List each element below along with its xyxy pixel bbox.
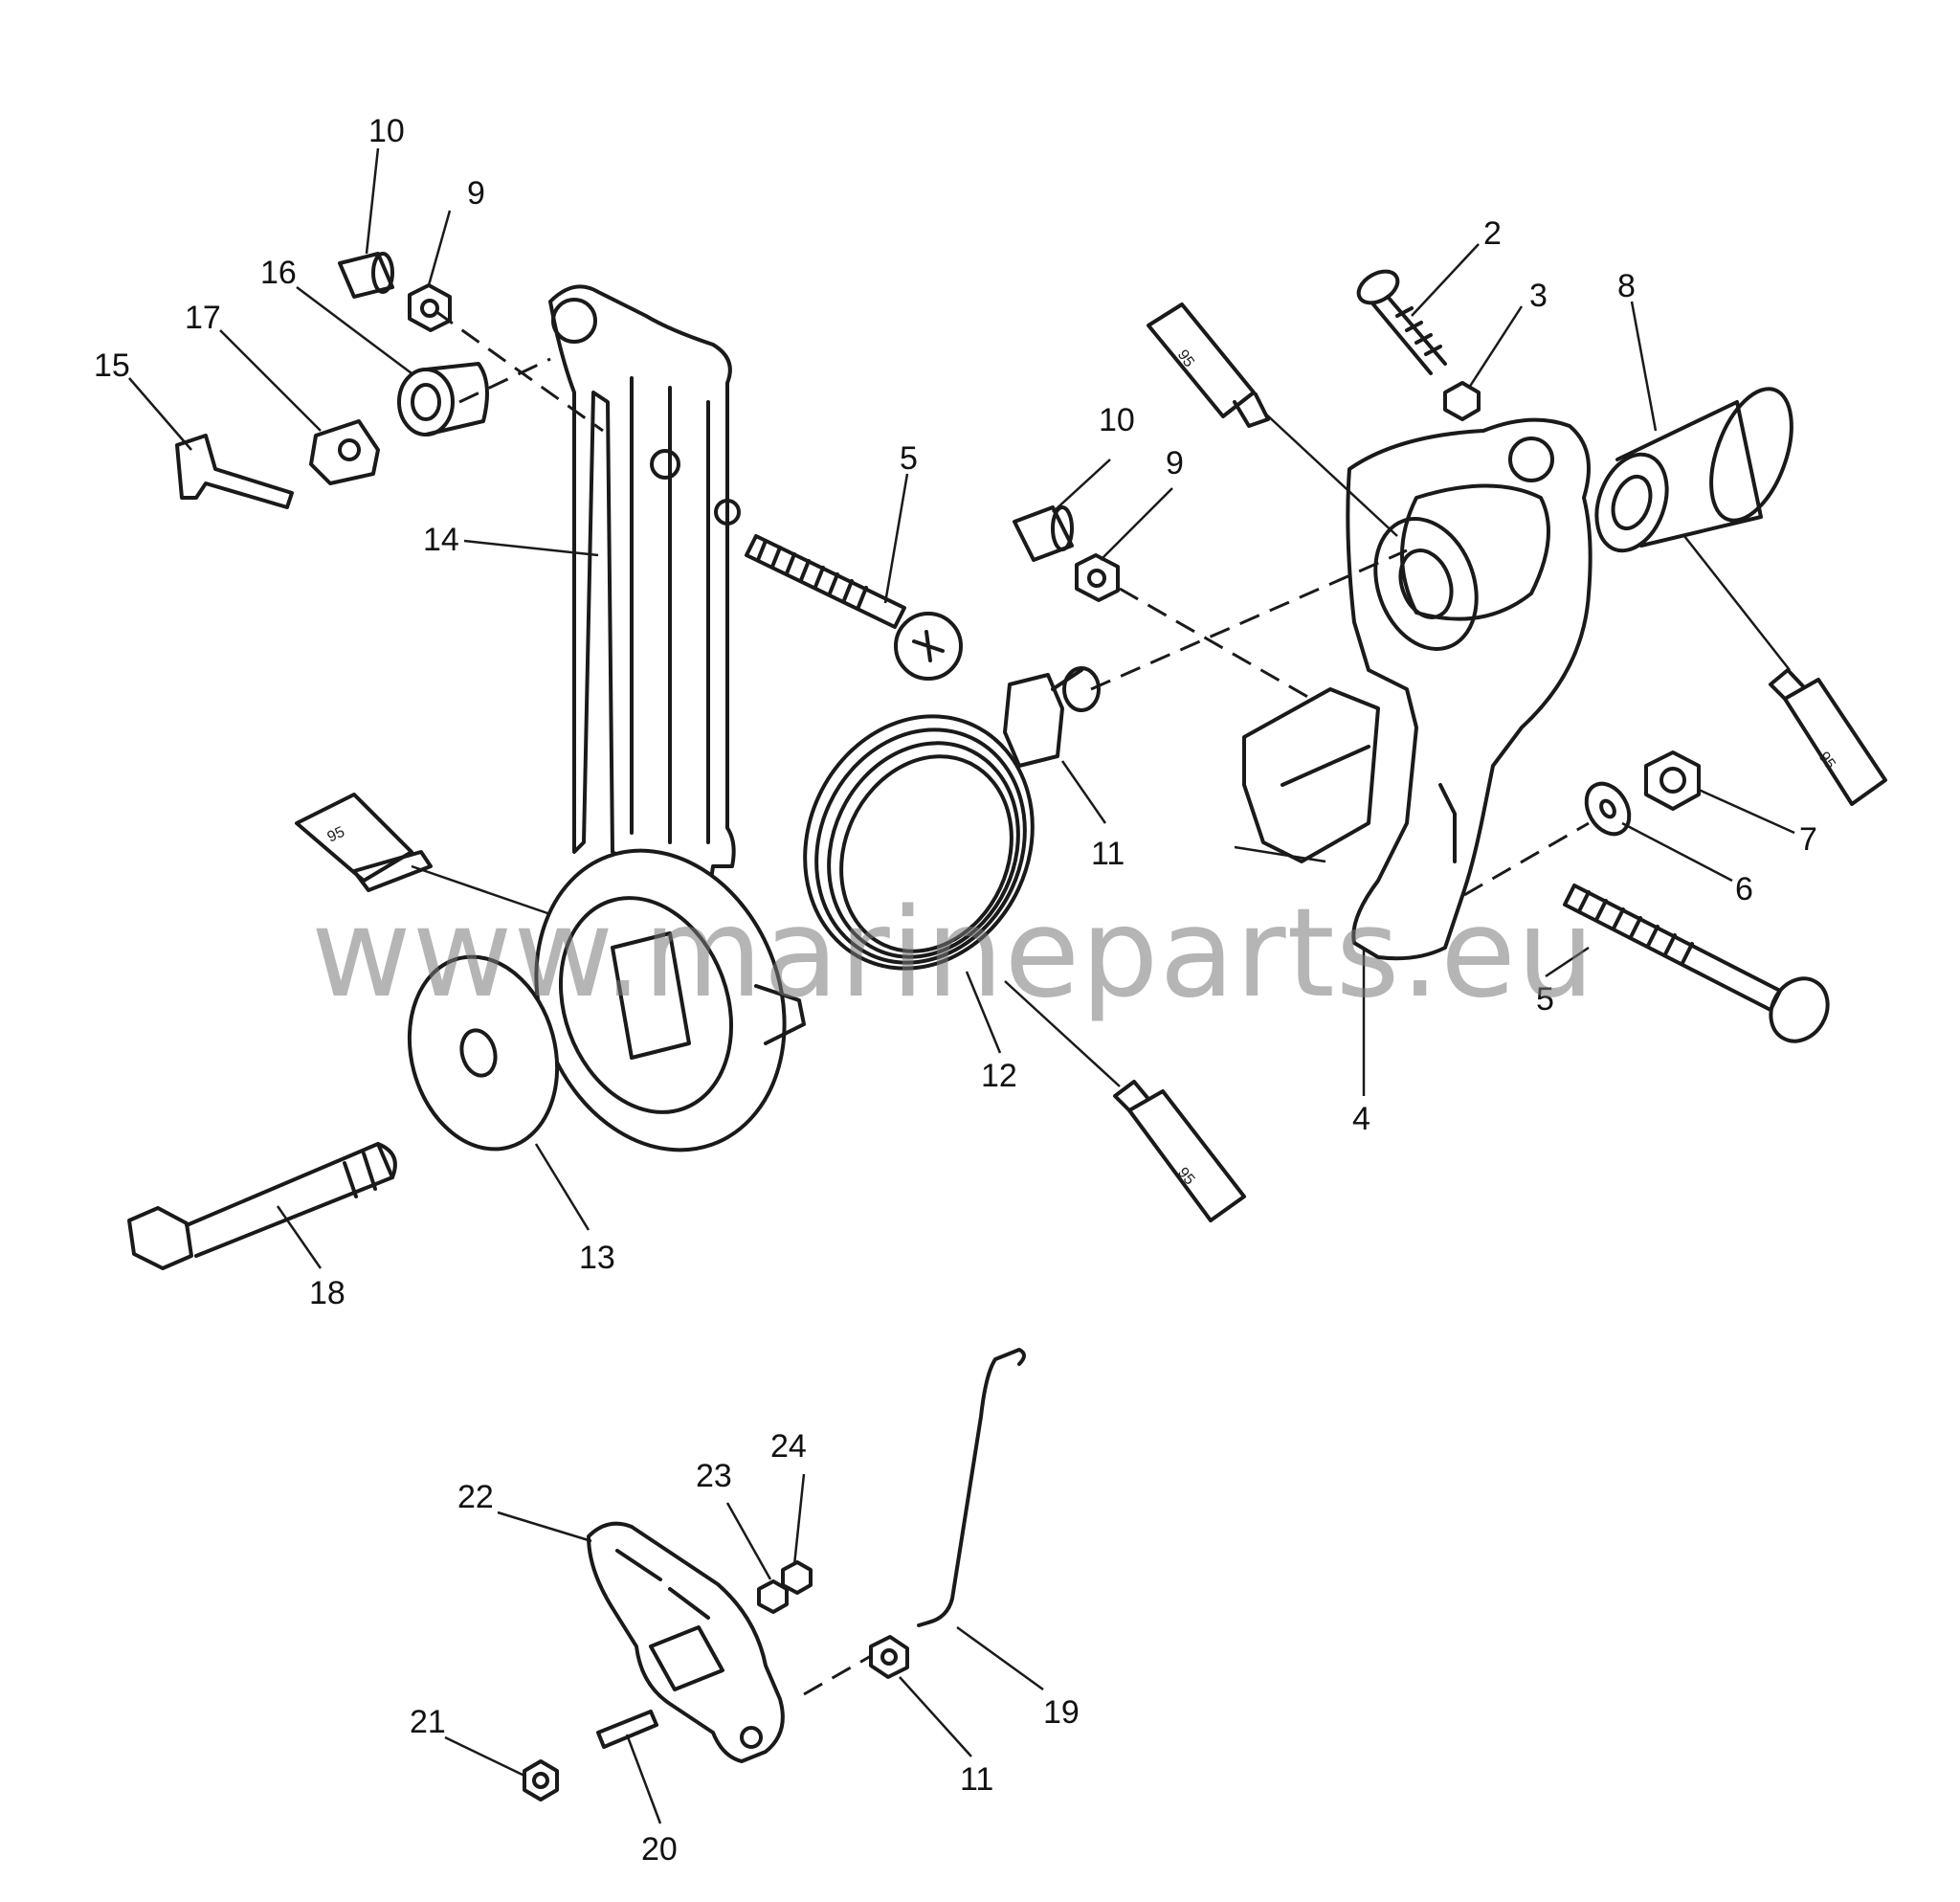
callout-9-right: 9: [1166, 445, 1184, 481]
leader-lines: [128, 147, 1795, 1824]
grease-tube-bottom: 95: [1113, 1080, 1246, 1222]
bracket-part-4: [1242, 417, 1592, 961]
callout-12: 12: [981, 1058, 1017, 1094]
callout-4: 4: [1352, 1101, 1370, 1137]
screw-part-5-right: [1563, 884, 1830, 1043]
nut-part-3: [1443, 381, 1481, 421]
callout-24: 24: [770, 1428, 807, 1465]
nut-part-21: [523, 1759, 559, 1801]
bushing-part-8: [1594, 387, 1793, 553]
callout-3: 3: [1529, 278, 1548, 314]
bolt-part-18: [127, 1142, 397, 1270]
link-part-17: [309, 419, 380, 485]
assembly-line: [1463, 821, 1590, 897]
callout-5: 5: [900, 440, 918, 477]
screw-part-2: [1356, 269, 1447, 375]
tube-label: 95: [325, 824, 347, 846]
callout-6: 6: [1735, 871, 1753, 907]
callout-14: 14: [423, 522, 459, 558]
ball-joint-part-11-bottom: [869, 1635, 909, 1679]
nut-part-24: [781, 1560, 813, 1595]
callout-15: 15: [94, 347, 130, 384]
stop-screw-part-5: [745, 534, 963, 681]
nut-part-23: [757, 1579, 789, 1614]
bushing-part-10: [338, 252, 394, 299]
washer-part-6: [1584, 781, 1632, 837]
assembly-line: [803, 1654, 872, 1696]
assembly-line: [1090, 548, 1408, 691]
callout-13: 13: [579, 1240, 615, 1276]
rod-part-15: [175, 434, 294, 509]
nut-part-9: [408, 283, 452, 332]
callout-9: 9: [467, 175, 485, 212]
coil-spring-part-12: [803, 714, 1035, 971]
callout-labels: 10 9 16 17 15 14 5 2 3 8 10 9 11 7 6 5 4…: [94, 113, 1817, 1868]
callout-10: 10: [368, 113, 405, 149]
bushing-part-10-right: [1013, 505, 1074, 562]
callout-16: 16: [260, 255, 297, 291]
nut-part-7: [1644, 750, 1701, 811]
callout-19: 19: [1043, 1694, 1080, 1731]
ball-joint-part-11: [1003, 666, 1101, 768]
lever-part-22: [587, 1521, 785, 1763]
assembly-line: [458, 357, 551, 404]
callout-22: 22: [457, 1479, 494, 1515]
bushing-part-16: [397, 362, 489, 436]
callout-11-bottom: 11: [960, 1761, 993, 1798]
callout-2: 2: [1483, 215, 1502, 252]
callout-21: 21: [410, 1704, 446, 1740]
nut-part-9-right: [1075, 553, 1120, 602]
assembly-line: [1119, 587, 1312, 701]
callout-17: 17: [185, 300, 221, 336]
assembly-line: [434, 309, 604, 433]
callout-11: 11: [1091, 836, 1125, 872]
watermark-text: www.marineparts.eu: [311, 883, 1595, 1025]
stud-part-20: [596, 1710, 658, 1749]
callout-10-right: 10: [1099, 402, 1135, 438]
callout-18: 18: [309, 1275, 345, 1311]
callout-5-right: 5: [1536, 981, 1554, 1018]
grease-tube-left: 95: [295, 793, 433, 892]
washer-part-13: [407, 954, 560, 1152]
callout-7: 7: [1799, 821, 1817, 858]
throttle-arm-part-14: [548, 284, 741, 902]
callout-23: 23: [696, 1458, 732, 1494]
callout-8: 8: [1617, 268, 1636, 304]
grease-tube-top: 95: [1147, 302, 1270, 428]
rod-part-19: [917, 1348, 1026, 1627]
grease-tube-right: 95: [1769, 668, 1887, 806]
callout-20: 20: [641, 1831, 678, 1868]
